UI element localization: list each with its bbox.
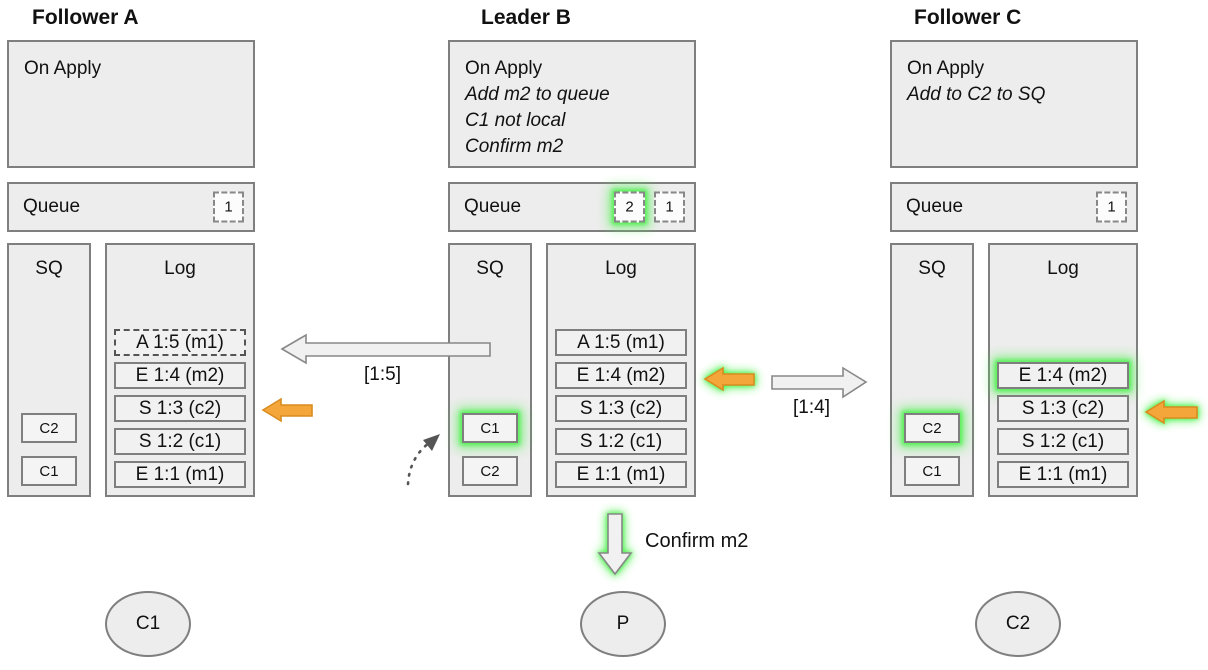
log-box: Log A 1:5 (m1) E 1:4 (m2) S 1:3 (c2) S 1…	[546, 243, 696, 497]
sq-box: SQ C2 C1	[890, 243, 974, 497]
log-label: Log	[1047, 258, 1079, 279]
node-follower-a: Follower A On Apply Queue 1 SQ C2 C1 Log…	[7, 0, 255, 500]
sq-item: C1	[904, 456, 960, 486]
node-title: Leader B	[481, 6, 571, 29]
node-leader-b: Leader B On Apply Add m2 to queue C1 not…	[448, 0, 696, 500]
sq-item: C1	[21, 456, 77, 486]
on-apply-note: Confirm m2	[465, 136, 564, 157]
confirm-arrow-down-highlighted	[597, 513, 633, 576]
queue-label: Queue	[23, 196, 81, 217]
log-entry: S 1:3 (c2)	[114, 395, 246, 422]
sq-label: SQ	[476, 258, 504, 279]
apply-cursor-arrow-a	[261, 397, 313, 423]
log-entry: E 1:1 (m1)	[114, 461, 246, 488]
node-title: Follower A	[32, 6, 139, 29]
sq-item: C2	[462, 456, 518, 486]
on-apply-box: On Apply Add m2 to queue C1 not local Co…	[448, 40, 696, 168]
sq-items: C2 C1	[892, 413, 972, 495]
on-apply-label: On Apply	[24, 58, 102, 79]
log-entry: A 1:5 (m1)	[555, 329, 687, 356]
sq-item-highlighted: C1	[462, 413, 518, 443]
on-apply-note: Add to C2 to SQ	[907, 84, 1046, 105]
node-title: Follower C	[914, 6, 1022, 29]
sq-label: SQ	[35, 258, 63, 279]
replicate-range-label-a: [1:5]	[364, 364, 401, 385]
on-apply-box: On Apply Add to C2 to SQ	[890, 40, 1138, 168]
replicate-arrow-b-to-c	[771, 366, 868, 399]
log-entry: E 1:1 (m1)	[555, 461, 687, 488]
sq-items: C1 C2	[450, 413, 530, 495]
queue-label: Queue	[906, 196, 964, 217]
dotted-annotation-line	[406, 441, 431, 486]
sq-items: C2 C1	[9, 413, 89, 495]
queue-items: 1	[1096, 191, 1127, 223]
apply-cursor-arrow-c-highlighted	[1144, 399, 1198, 425]
client-ellipse-p: P	[580, 591, 666, 657]
client-ellipse-c1: C1	[105, 591, 191, 657]
queue-item: 1	[213, 191, 244, 223]
log-entry-highlighted: E 1:4 (m2)	[997, 362, 1129, 389]
apply-cursor-arrow-b-highlighted	[703, 366, 755, 392]
confirm-label: Confirm m2	[645, 530, 749, 552]
node-follower-c: Follower C On Apply Add to C2 to SQ Queu…	[890, 0, 1138, 500]
log-entry: S 1:3 (c2)	[555, 395, 687, 422]
on-apply-note: C1 not local	[465, 110, 566, 131]
on-apply-label: On Apply	[465, 58, 543, 79]
sq-box: SQ C1 C2	[448, 243, 532, 497]
log-entries: E 1:4 (m2) S 1:3 (c2) S 1:2 (c1) E 1:1 (…	[990, 362, 1136, 495]
client-ellipse-c2: C2	[975, 591, 1061, 657]
sq-label: SQ	[918, 258, 946, 279]
queue-item: 1	[1096, 191, 1127, 223]
queue-items: 1	[213, 191, 244, 223]
sq-box: SQ C2 C1	[7, 243, 91, 497]
log-entry: S 1:2 (c1)	[555, 428, 687, 455]
log-entry: E 1:4 (m2)	[555, 362, 687, 389]
log-entry: A 1:5 (m1)	[114, 329, 246, 356]
sq-item: C2	[21, 413, 77, 443]
log-entry: S 1:2 (c1)	[114, 428, 246, 455]
log-entry: S 1:2 (c1)	[997, 428, 1129, 455]
queue-box: Queue 1	[890, 182, 1138, 232]
on-apply-box: On Apply	[7, 40, 255, 168]
queue-box: Queue 1	[7, 182, 255, 232]
queue-item-highlighted: 2	[614, 191, 645, 223]
on-apply-note: Add m2 to queue	[465, 84, 610, 105]
queue-label: Queue	[464, 196, 522, 217]
log-entries: A 1:5 (m1) E 1:4 (m2) S 1:3 (c2) S 1:2 (…	[107, 329, 253, 495]
sq-item-highlighted: C2	[904, 413, 960, 443]
log-box: Log E 1:4 (m2) S 1:3 (c2) S 1:2 (c1) E 1…	[988, 243, 1138, 497]
dotted-annotation-arrowhead	[423, 434, 440, 451]
log-label: Log	[605, 258, 637, 279]
log-entry: E 1:1 (m1)	[997, 461, 1129, 488]
log-entries: A 1:5 (m1) E 1:4 (m2) S 1:3 (c2) S 1:2 (…	[548, 329, 694, 495]
queue-item: 1	[654, 191, 685, 223]
on-apply-label: On Apply	[907, 58, 985, 79]
queue-box: Queue 2 1	[448, 182, 696, 232]
queue-items: 2 1	[614, 191, 685, 223]
log-entry: S 1:3 (c2)	[997, 395, 1129, 422]
log-label: Log	[164, 258, 196, 279]
replicate-range-label-c: [1:4]	[793, 397, 830, 418]
log-entry: E 1:4 (m2)	[114, 362, 246, 389]
log-box: Log A 1:5 (m1) E 1:4 (m2) S 1:3 (c2) S 1…	[105, 243, 255, 497]
